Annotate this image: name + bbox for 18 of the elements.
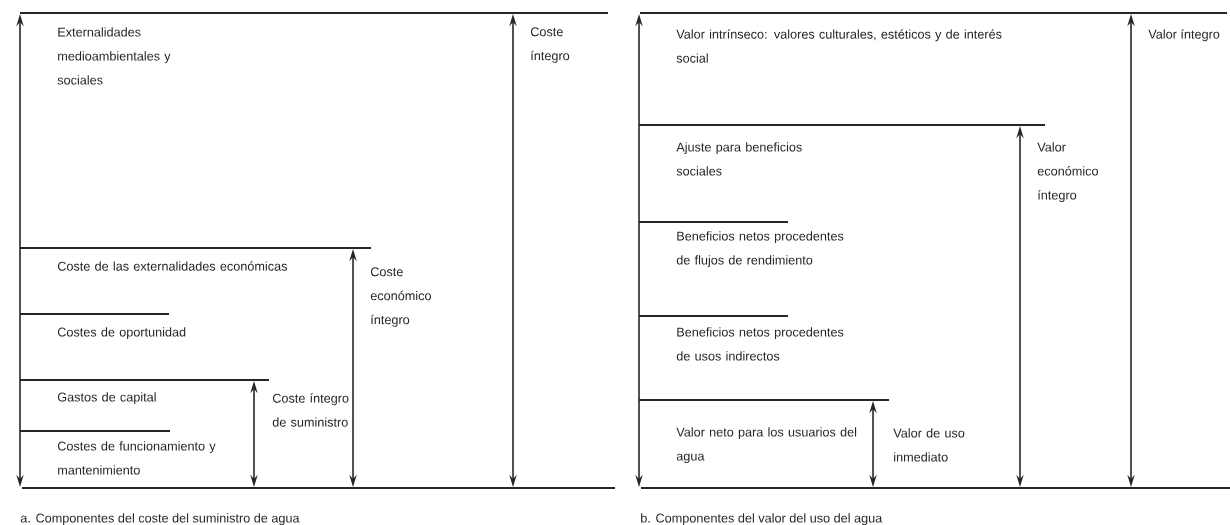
layer-label: Costes de oportunidad	[57, 327, 186, 340]
layer-label: Externalidades medioambientales y sociales	[57, 27, 171, 85]
layer-label: Ajuste para beneficios sociales	[676, 142, 802, 176]
layer-label: Valor neto para los usuarios del agua	[676, 427, 857, 464]
layer-label: Beneficios netos procedentes de usos indirectos	[676, 327, 844, 361]
layer-label: Coste de las externalidades económicas	[57, 261, 287, 271]
measure-label: Coste íntegro	[530, 27, 570, 63]
measure-label: Coste económico íntegro	[370, 267, 431, 327]
measure-label: Coste íntegro de suministro	[272, 393, 349, 427]
layer-label: Valor intrínseco: valores culturales, estéticos y de interés social	[676, 29, 1002, 63]
measure-label: Valor económico íntegro	[1037, 142, 1098, 203]
panel-caption: a. Componentes del coste del suministro de agua	[20, 513, 300, 525]
measure-label: Valor de uso inmediato	[893, 428, 965, 462]
measure-label: Valor íntegro	[1148, 29, 1220, 42]
layer-label: Beneficios netos procedentes de flujos de rendimiento	[676, 231, 844, 268]
layer-label: Costes de funcionamiento y mantenimiento	[57, 441, 216, 475]
layer-label: Gastos de capital	[57, 392, 156, 405]
panel-caption: b. Componentes del valor del uso del agua	[641, 513, 883, 525]
